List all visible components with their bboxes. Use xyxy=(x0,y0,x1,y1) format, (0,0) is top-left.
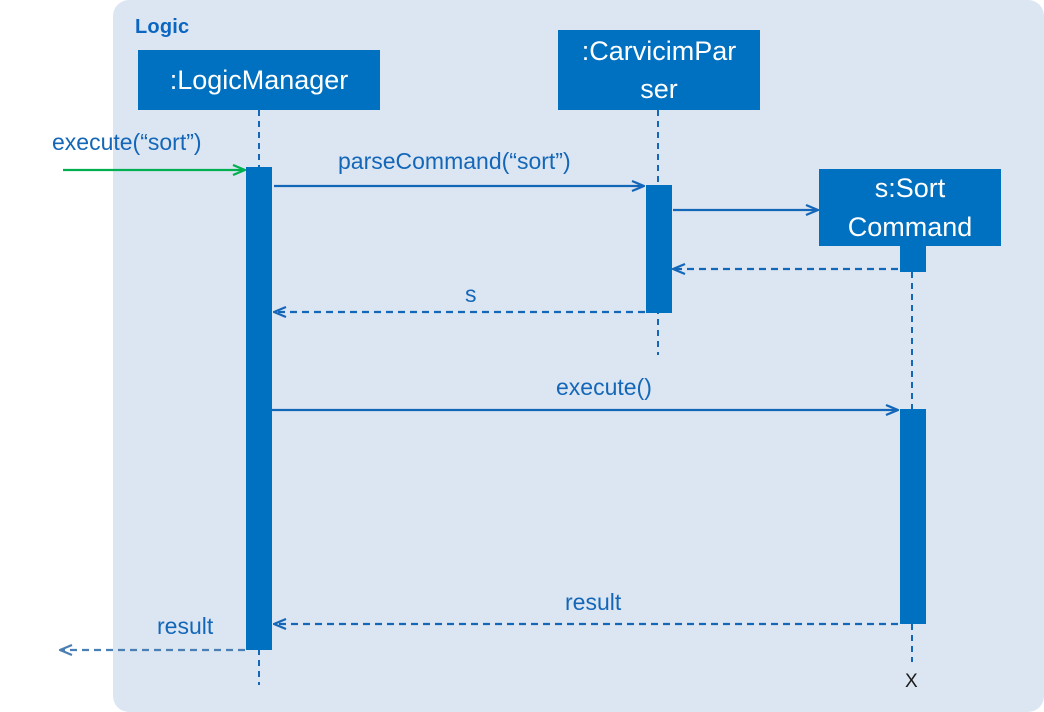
message-execute-sort-label: execute(“sort”) xyxy=(52,129,202,155)
message-return-s-label: s xyxy=(465,281,477,307)
activation-parser xyxy=(646,185,672,313)
participant-sort-command-label-line2: Command xyxy=(847,211,973,242)
participant-carvicim-parser: :CarvicimPar ser xyxy=(558,30,760,110)
participant-parser-label-line1: :CarvicimPar xyxy=(581,35,737,66)
participant-logic-manager-label: :LogicManager xyxy=(169,64,349,95)
message-parse-command-label: parseCommand(“sort”) xyxy=(338,148,571,174)
activation-sort-command-stub xyxy=(900,245,926,272)
activation-sort-command xyxy=(900,409,926,624)
participant-sort-command: s:Sort Command xyxy=(819,169,1001,246)
participant-parser-label-line2: ser xyxy=(640,74,678,104)
participant-sort-command-label-line1: s:Sort xyxy=(874,173,946,204)
destroy-mark: X xyxy=(905,671,918,692)
frame-title: Logic xyxy=(135,16,190,38)
message-execute-label: execute() xyxy=(556,374,652,400)
participant-logic-manager: :LogicManager xyxy=(138,50,380,110)
message-return-result-inner-label: result xyxy=(565,589,622,615)
activation-logic-manager xyxy=(246,167,272,650)
message-return-result-outer-label: result xyxy=(157,613,214,639)
